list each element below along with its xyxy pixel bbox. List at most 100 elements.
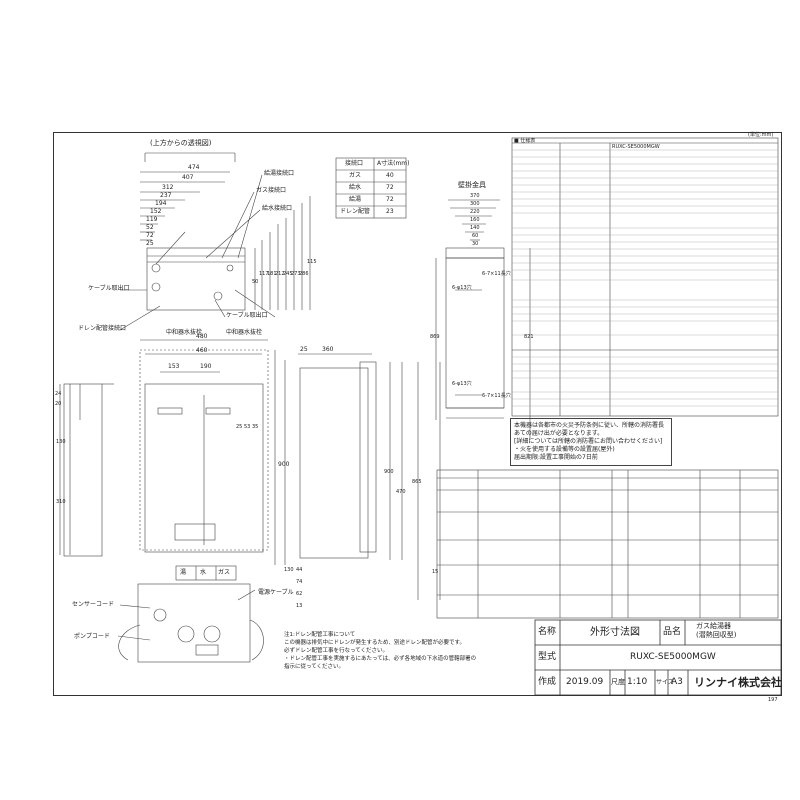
dim-label: 869 <box>430 334 440 340</box>
dim-label: 50 <box>252 279 259 285</box>
model-label: 型式 <box>538 652 557 662</box>
drain-connection-label: ドレン配管接続口 <box>78 325 127 332</box>
gas-inlet-label: ガス <box>218 569 231 576</box>
size-label: サイズ <box>656 679 674 686</box>
dim-label: 117 <box>259 271 269 277</box>
dim-label: 286 <box>299 271 309 277</box>
hole-label: 6-φ13穴 <box>452 285 472 291</box>
wall-bracket-title: 壁掛金具 <box>458 181 486 189</box>
dim-label: 900 <box>278 461 290 468</box>
model-value: RUXC-SE5000MGW <box>630 652 716 662</box>
dim-label: 181 <box>267 271 277 277</box>
dim-label: 407 <box>182 174 194 181</box>
cable-outlet-label: ケーブル取出口 <box>88 285 130 292</box>
table-cell: 給水 <box>349 184 362 191</box>
table-cell: 72 <box>386 184 394 191</box>
drain-piping-note: 注1:ドレン配管工事について この機器は排気中にドレンが発生するため、別途ドレン… <box>284 632 477 670</box>
dim-label: 13 <box>296 603 303 609</box>
pump-cord-label: ポンプコード <box>74 633 110 640</box>
neutralizer-drain-label: 中和器水抜栓 <box>226 329 263 336</box>
table-cell: 給湯 <box>349 196 362 203</box>
dim-label: 52 <box>146 224 154 231</box>
dim-label: 44 <box>296 567 303 573</box>
cable-outlet-label: ケーブル取出口 <box>226 312 268 319</box>
drawing-name: 外形寸法図 <box>590 627 640 638</box>
dim-label: 480 <box>196 333 208 340</box>
spec-model: RUXC-SE5000MGW <box>612 144 660 150</box>
dim-label: 60 <box>472 233 479 239</box>
dim-label: 24 <box>55 391 62 397</box>
dim-label: 220 <box>470 209 480 215</box>
dim-label: 900 <box>384 469 394 475</box>
made-date: 2019.09 <box>566 677 604 687</box>
dim-label: 190 <box>200 363 212 370</box>
gas-connection-label: ガス接続口 <box>256 187 287 194</box>
table-cell: 72 <box>386 196 394 203</box>
dim-label: 237 <box>160 192 172 199</box>
dim-label: 140 <box>470 225 480 231</box>
table-header: A寸法(mm) <box>377 160 410 167</box>
dim-label: 310 <box>56 499 66 505</box>
dim-label: 35 <box>252 424 259 430</box>
dim-label: 30 <box>472 241 479 247</box>
dim-label: 312 <box>162 184 174 191</box>
table-cell: 23 <box>386 208 394 215</box>
dim-label: 20 <box>55 401 62 407</box>
hot-outlet-label: 湯 <box>180 569 187 576</box>
table-cell: ガス <box>349 172 362 179</box>
scale-value: 1:10 <box>627 677 648 687</box>
power-cable-label: 電源ケーブル <box>258 589 294 596</box>
dim-label: 119 <box>146 216 158 223</box>
dim-label: 821 <box>524 334 534 340</box>
dim-label: 25 <box>300 346 308 353</box>
dim-label: 153 <box>168 363 180 370</box>
water-connection-label: 給水接続口 <box>262 205 293 212</box>
table-cell: 40 <box>386 172 394 179</box>
dim-label: 460 <box>196 347 208 354</box>
drawing-sheet <box>53 132 782 696</box>
dim-label: 62 <box>296 591 303 597</box>
spec-table-header: ■ 仕様表 <box>514 138 536 144</box>
fire-notice-box: 本機器は各都市の火災予防条例に従い、所轄の消防署長 あての届け出が必要となります… <box>510 418 672 467</box>
sensor-cord-label: センサーコード <box>72 601 115 608</box>
dim-label: 360 <box>322 346 334 353</box>
product-label: 品名 <box>663 627 682 637</box>
table-header: 接続口 <box>345 160 364 167</box>
hole-label: 6-φ13穴 <box>452 381 472 387</box>
company-name: リンナイ株式会社 <box>694 676 782 689</box>
dim-label: 25 <box>236 424 243 430</box>
unit-note: (単位:mm) <box>748 132 774 138</box>
neutralizer-drain-label: 中和器水抜栓 <box>166 329 203 336</box>
dim-label: 25 <box>146 240 154 247</box>
scale-label: 尺度 <box>611 678 625 686</box>
dim-label: 115 <box>307 259 317 265</box>
dim-label: 15 <box>432 569 439 575</box>
dim-label: 300 <box>470 201 480 207</box>
size-value: A3 <box>671 677 683 687</box>
product-name: ガス給湯器 (潜熱回収型) <box>696 622 737 640</box>
dim-label: 160 <box>470 217 480 223</box>
dim-label: 152 <box>150 208 162 215</box>
dim-label: 470 <box>396 489 406 495</box>
hole-label: 6-7×11長穴 <box>482 271 511 277</box>
top-view-label: (上方からの透視図) <box>150 139 212 147</box>
dim-label: 74 <box>296 579 303 585</box>
page-number: 197 <box>768 697 778 703</box>
dim-label: 245 <box>283 271 293 277</box>
name-label: 名称 <box>538 627 557 637</box>
dim-label: 72 <box>146 232 154 239</box>
dim-label: 53 <box>244 424 251 430</box>
table-cell: ドレン配管 <box>340 208 371 215</box>
dim-label: 370 <box>470 193 480 199</box>
dim-label: 212 <box>275 271 285 277</box>
dim-label: 130 <box>56 439 66 445</box>
water-inlet-label: 水 <box>200 569 207 576</box>
dim-label: 130 <box>284 567 294 573</box>
dim-label: 865 <box>412 479 422 485</box>
dim-label: 273 <box>291 271 301 277</box>
hot-water-connection-label: 給湯接続口 <box>264 170 295 177</box>
dim-label: 474 <box>188 164 200 171</box>
hole-label: 6-7×11長穴 <box>482 393 511 399</box>
dim-label: 194 <box>155 200 167 207</box>
